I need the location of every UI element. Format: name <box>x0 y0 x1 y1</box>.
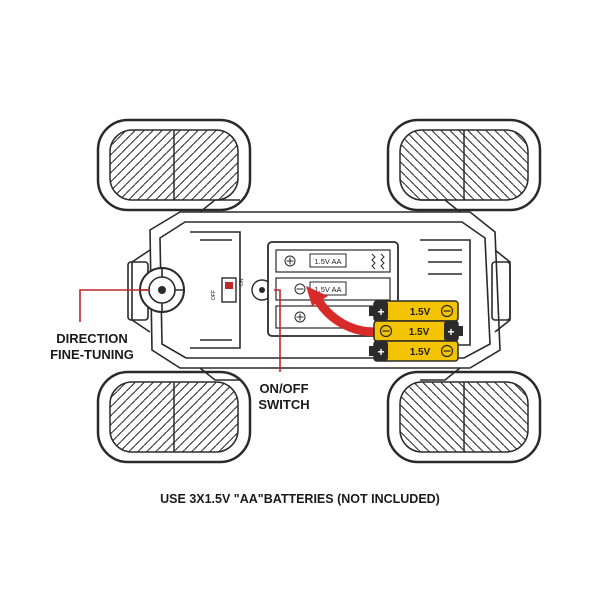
direction-callout-line <box>79 289 150 322</box>
on-off-switch[interactable]: OFF ON <box>211 277 273 303</box>
battery-2-plus: + <box>447 325 454 339</box>
battery-1-voltage: 1.5V <box>410 307 431 318</box>
switch-label-line1: ON/OFF <box>259 381 308 396</box>
battery-1-plus: + <box>377 305 384 319</box>
switch-on-mark: ON <box>239 278 245 286</box>
insert-arrow <box>306 286 380 337</box>
wheel-rear-left <box>96 370 252 464</box>
switch-off-mark: OFF <box>211 290 217 300</box>
battery-3-voltage: 1.5V <box>410 347 431 358</box>
instruction-text: USE 3X1.5V "AA"BATTERIES (NOT INCLUDED) <box>160 492 440 506</box>
battery-2-voltage: 1.5V <box>409 327 430 338</box>
direction-fine-tuning-knob[interactable] <box>139 267 185 313</box>
direction-label-line1: DIRECTION <box>56 331 128 346</box>
battery-1: + 1.5V <box>369 300 459 322</box>
switch-callout-line <box>274 289 281 372</box>
wheel-front-left <box>96 118 252 212</box>
direction-label-line2: FINE-TUNING <box>50 347 134 362</box>
switch-label-line2: SWITCH <box>258 397 309 412</box>
slot-label-1: 1.5V AA <box>314 257 341 266</box>
battery-2: + 1.5V <box>373 320 463 342</box>
battery-compartment: 1.5V AA 1.5V AA <box>267 241 399 337</box>
battery-3-plus: + <box>377 345 384 359</box>
wheel-rear-right <box>386 370 542 464</box>
battery-3: + 1.5V <box>369 340 459 362</box>
slot-label-2: 1.5V AA <box>314 285 341 294</box>
wheel-front-right <box>386 118 542 212</box>
